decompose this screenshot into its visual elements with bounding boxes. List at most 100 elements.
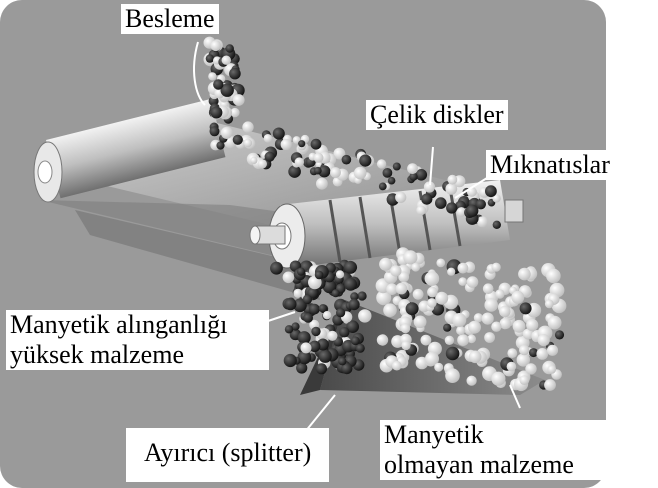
magnetic-particle bbox=[210, 126, 220, 136]
non-magnetic-particle bbox=[323, 311, 331, 319]
magnetic-particle bbox=[309, 304, 320, 315]
non-magnetic-particle bbox=[427, 287, 438, 298]
non-magnetic-particle bbox=[281, 139, 292, 150]
non-magnetic-particle bbox=[507, 362, 517, 372]
non-magnetic-particle bbox=[447, 268, 455, 276]
non-magnetic-particle bbox=[448, 175, 458, 185]
magnetic-particle bbox=[285, 298, 297, 310]
non-magnetic-particle bbox=[467, 376, 477, 386]
magnetic-particle bbox=[233, 135, 243, 145]
magnetic-particle bbox=[379, 183, 387, 191]
magnetic-particle bbox=[485, 185, 497, 197]
magnetic-particle bbox=[358, 291, 367, 300]
non-magnetic-particle bbox=[396, 283, 408, 295]
non-magnetic-particle bbox=[499, 306, 510, 317]
non-magnetic-particle bbox=[511, 291, 524, 304]
non-magnetic-particle bbox=[336, 270, 344, 278]
non-magnetic-particle bbox=[468, 321, 481, 334]
label-magnets: Mıknatıslar bbox=[486, 150, 614, 180]
non-magnetic-particle bbox=[526, 319, 538, 331]
non-magnetic-particle bbox=[314, 153, 324, 163]
non-magnetic-particle bbox=[383, 303, 397, 317]
non-magnetic-particle bbox=[414, 316, 427, 329]
magnetic-particle bbox=[435, 197, 447, 209]
non-magnetic-particle bbox=[401, 341, 410, 350]
non-magnetic-particle bbox=[434, 363, 443, 372]
non-magnetic-particle bbox=[407, 163, 418, 174]
magnetic-particle bbox=[315, 271, 324, 280]
non-magnetic-particle bbox=[401, 323, 411, 333]
non-magnetic-particle bbox=[548, 365, 557, 374]
non-magnetic-particle bbox=[293, 289, 302, 298]
magnetic-particle bbox=[339, 327, 349, 337]
magnetic-particle bbox=[388, 177, 396, 185]
non-magnetic-particle bbox=[354, 167, 367, 180]
non-magnetic-particle bbox=[403, 250, 417, 264]
non-magnetic-particle bbox=[379, 258, 392, 271]
non-magnetic-particle bbox=[507, 348, 517, 358]
non-magnetic-particle bbox=[518, 268, 531, 281]
non-magnetic-particle bbox=[395, 192, 406, 203]
non-magnetic-particle bbox=[546, 269, 561, 284]
non-magnetic-particle bbox=[452, 313, 466, 327]
non-magnetic-particle bbox=[301, 342, 312, 353]
magnetic-particle bbox=[210, 107, 222, 119]
non-magnetic-particle bbox=[513, 320, 526, 333]
non-magnetic-particle bbox=[458, 263, 469, 274]
non-magnetic-particle bbox=[445, 183, 457, 195]
non-magnetic-particle bbox=[316, 178, 328, 190]
magnetic-particle bbox=[356, 344, 365, 353]
non-magnetic-particle bbox=[416, 205, 426, 215]
non-magnetic-particle bbox=[519, 345, 529, 355]
non-magnetic-particle bbox=[330, 167, 341, 178]
non-magnetic-particle bbox=[436, 259, 445, 268]
non-magnetic-particle bbox=[445, 336, 454, 345]
magnetic-particle bbox=[226, 44, 234, 52]
magnetic-particle bbox=[443, 324, 451, 332]
magnetic-particle bbox=[311, 139, 322, 150]
non-magnetic-particle bbox=[377, 159, 386, 168]
magnetic-particle bbox=[393, 163, 401, 171]
non-magnetic-particle bbox=[421, 335, 432, 346]
magnetic-particle bbox=[349, 299, 360, 310]
magnetic-particle bbox=[336, 308, 345, 317]
non-magnetic-particle bbox=[482, 313, 494, 325]
non-magnetic-particle bbox=[210, 40, 221, 51]
non-magnetic-particle bbox=[427, 298, 437, 308]
magnetic-particle bbox=[297, 268, 305, 276]
label-non-magnetic-line2: olmayan malzeme bbox=[384, 450, 629, 480]
non-magnetic-particle bbox=[458, 277, 467, 286]
label-splitter: Ayırıcı (splitter) bbox=[126, 428, 329, 482]
non-magnetic-particle bbox=[283, 272, 295, 284]
non-magnetic-particle bbox=[390, 265, 401, 276]
non-magnetic-particle bbox=[469, 351, 482, 364]
non-magnetic-particle bbox=[456, 326, 465, 335]
non-magnetic-particle bbox=[491, 372, 505, 386]
non-magnetic-particle bbox=[208, 72, 216, 80]
magnetic-particle bbox=[344, 261, 357, 274]
magnetic-particle bbox=[273, 128, 285, 140]
non-magnetic-particle bbox=[492, 263, 501, 272]
non-magnetic-particle bbox=[491, 322, 501, 332]
non-magnetic-particle bbox=[536, 348, 548, 360]
magnetic-particle bbox=[421, 194, 432, 205]
label-high-susceptibility-line1: Manyetik alınganlığı bbox=[10, 310, 265, 340]
non-magnetic-particle bbox=[264, 134, 273, 143]
magnetic-particle bbox=[344, 278, 357, 291]
non-magnetic-particle bbox=[525, 363, 536, 374]
magnetic-particle bbox=[406, 302, 419, 315]
non-magnetic-particle bbox=[445, 368, 460, 383]
magnetic-particle bbox=[316, 363, 327, 374]
magnetic-particle bbox=[520, 302, 532, 314]
non-magnetic-particle bbox=[377, 334, 388, 345]
non-magnetic-particle bbox=[538, 334, 550, 346]
non-magnetic-particle bbox=[221, 127, 233, 139]
magnetic-particle bbox=[338, 357, 346, 365]
non-magnetic-particle bbox=[222, 56, 231, 65]
magnetic-particle bbox=[446, 347, 460, 361]
non-magnetic-particle bbox=[244, 139, 252, 147]
magnetic-particle bbox=[303, 313, 313, 323]
non-magnetic-particle bbox=[411, 263, 420, 272]
